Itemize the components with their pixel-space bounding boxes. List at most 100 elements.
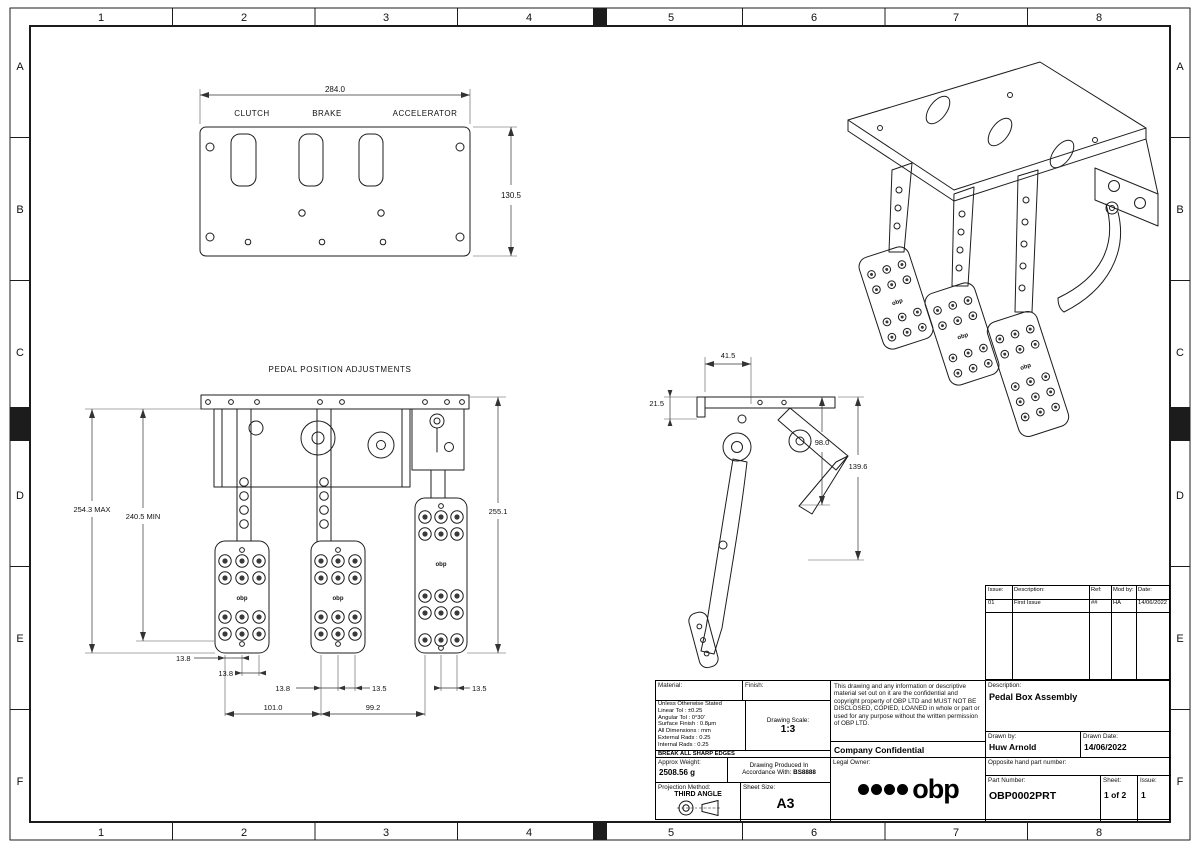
dim-plan-height: 130.5 — [473, 126, 522, 257]
description-cell: Description: Pedal Box Assembly — [986, 681, 1171, 732]
zone-row-label: B — [16, 204, 23, 216]
sheet-size-cell: Sheet Size: A3 — [741, 783, 831, 821]
issue-cell: 14/06/2022 — [1138, 600, 1168, 606]
dim-text: 139.6 — [849, 462, 868, 471]
accelerator-pedal: obp — [414, 469, 468, 654]
zone-row-label: F — [17, 776, 24, 788]
obp-logo-text: obp — [912, 774, 959, 804]
drawn-by-cell: Drawn by: Huw Arnold — [986, 732, 1081, 758]
iso-brake-pad: obp — [924, 282, 1000, 386]
zone-column-label: 3 — [383, 12, 389, 24]
legal-owner-label: Legal Owner: — [833, 759, 871, 766]
zone-row-label: D — [16, 490, 24, 502]
iso-accelerator-pad: obp — [986, 311, 1070, 437]
issue-table-divider — [986, 599, 1169, 600]
zone-column-label: 2 — [241, 12, 247, 24]
material-label: Material: — [658, 682, 683, 689]
zone-column-label: 4 — [526, 12, 532, 24]
zone-column-label: 5 — [668, 827, 674, 839]
sheet-cell: Sheet: 1 of 2 — [1101, 776, 1138, 821]
tolerance-cell: Unless Otherwise Stated Linear Tol : ±0.… — [656, 701, 746, 750]
tolerance-line: Surface Finish : 0.8μm — [658, 721, 717, 728]
sheet-size-value: A3 — [776, 795, 795, 811]
iso-pedal-arms — [888, 162, 1039, 313]
dim-text: 21.5 — [649, 399, 664, 408]
description-value: Pedal Box Assembly — [989, 692, 1078, 702]
pedal-label-brake: BRAKE — [312, 109, 342, 118]
pad-brand-text: obp — [957, 332, 970, 341]
company-confidential-cell: Company Confidential — [831, 742, 986, 758]
border-frame: 1 2 3 4 5 6 7 8 1 2 3 4 5 6 7 8 A B C D … — [9, 7, 1191, 841]
issue-table: Issue: Description: Ref: Mod by: Date: 0… — [985, 585, 1170, 680]
issue-cell: ## — [1091, 600, 1098, 606]
confidential-text: This drawing and any information or desc… — [834, 683, 980, 728]
dim-text: 254.3 MAX — [73, 505, 110, 514]
zone-column-label: 4 — [526, 827, 532, 839]
sheet-size-label: Sheet Size: — [743, 784, 776, 791]
tolerance-line: Linear Tol : ±0.25 — [658, 707, 703, 714]
dim-front-max: 254.3 MAX — [73, 408, 215, 654]
dim-front-min: 240.5 MIN — [126, 409, 214, 642]
pedal-label-clutch: CLUTCH — [234, 109, 269, 118]
zone-column-label: 7 — [953, 827, 959, 839]
zone-column-label: 6 — [811, 827, 817, 839]
confidential-cell: This drawing and any information or desc… — [831, 681, 986, 742]
dim-text: 240.5 MIN — [126, 512, 161, 521]
tolerance-line: Angular Tol : 0°30' — [658, 714, 705, 721]
approx-weight-label: Approx Weight: — [658, 759, 701, 766]
dim-text: 255.1 — [489, 507, 508, 516]
pad-brand-text: obp — [237, 596, 248, 602]
projection-cell: Projection Method: THIRD ANGLE — [656, 783, 741, 821]
zone-row-label: F — [1177, 776, 1184, 788]
drawn-date-value: 14/06/2022 — [1084, 742, 1127, 752]
approx-weight-value: 2508.56 g — [659, 768, 696, 777]
obp-logo-dot — [897, 784, 909, 795]
zone-column-label: 5 — [668, 12, 674, 24]
obp-logo-dot — [884, 784, 896, 795]
dim-text: 130.5 — [501, 191, 522, 200]
issue-table-divider — [1136, 586, 1137, 679]
mounting-rail — [200, 394, 470, 410]
pad-brand-text: obp — [891, 298, 904, 307]
zone-column-label: 2 — [241, 827, 247, 839]
issue-table-divider — [1012, 586, 1013, 679]
centering-mark-bottom — [593, 822, 607, 840]
pad-brand-text: obp — [1020, 363, 1033, 372]
produced-standard: BS8888 — [793, 769, 816, 776]
tolerance-line: All Dimensions : mm — [658, 728, 711, 735]
brake-pedal: obp — [310, 408, 366, 654]
issue-table-divider — [986, 612, 1169, 613]
zone-row-label: C — [16, 347, 24, 359]
tolerance-line: Unless Otherwise Stated — [658, 701, 722, 707]
zone-column-label: 8 — [1096, 827, 1102, 839]
issue-header: Mod by: — [1113, 587, 1134, 593]
sheet-value: 1 of 2 — [1104, 790, 1127, 800]
part-number-cell: Part Number: OBP0002PRT — [986, 776, 1101, 821]
approx-weight-cell: Approx Weight: 2508.56 g — [656, 758, 728, 783]
dim-text: 101.0 — [264, 703, 283, 712]
part-number-value: OBP0002PRT — [989, 790, 1057, 802]
zone-row-label: D — [1176, 490, 1184, 502]
issue-label: Issue: — [1140, 777, 1157, 784]
zone-column-label: 6 — [811, 12, 817, 24]
zone-column-label: 1 — [98, 12, 104, 24]
produced-line2-label: Accordance With: — [742, 769, 792, 776]
side-view: 41.5 21.5 98.0 139.6 — [649, 351, 867, 669]
issue-cell-tb: Issue: 1 — [1138, 776, 1171, 821]
obp-logo: obp — [831, 776, 985, 803]
dim-text: 13.5 — [472, 684, 487, 693]
drawn-date-cell: Drawn Date: 14/06/2022 — [1081, 732, 1171, 758]
drawing-scale-cell: Drawing Scale: 1:3 — [746, 701, 831, 750]
dim-text: 13.8 — [218, 669, 233, 678]
projection-label: Projection Method: — [658, 784, 711, 791]
dim-text: 98.0 — [815, 438, 830, 447]
zone-column-label: 8 — [1096, 12, 1102, 24]
issue-value: 1 — [1141, 790, 1146, 800]
title-block: Material: Finish: Unless Otherwise State… — [655, 680, 1171, 821]
zone-row-label: A — [1176, 61, 1184, 73]
zone-column-label: 1 — [98, 827, 104, 839]
zone-row-label: B — [1176, 204, 1183, 216]
tolerance-line: External Rads : 0.25 — [658, 734, 711, 741]
